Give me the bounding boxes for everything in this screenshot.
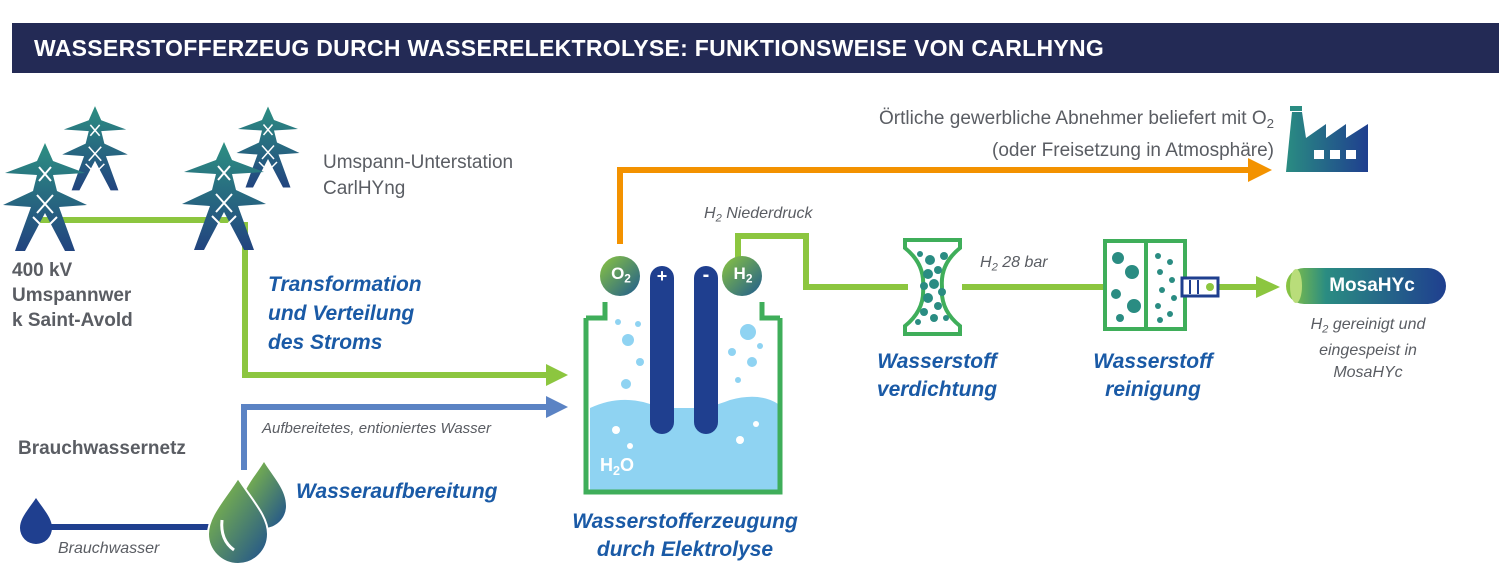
- gas-bubbles: [615, 319, 763, 389]
- transformation-label-line1: Transformation: [268, 273, 422, 296]
- title-banner: WASSERSTOFFERZEUG DURCH WASSERELEKTROLYS…: [12, 23, 1499, 73]
- source-label-line2: Umspannwer: [12, 285, 132, 306]
- transformation-label-line3: des Stroms: [268, 331, 383, 354]
- o2-consumer-line1: Örtliche gewerbliche Abnehmer beliefert …: [879, 108, 1267, 129]
- source-label-line1: 400 kV: [12, 260, 73, 281]
- drop-highlight: [220, 519, 235, 552]
- compression-caption: Wasserstoff verdichtung: [850, 348, 1024, 404]
- water-network-label: Brauchwassernetz: [18, 438, 186, 459]
- purification-caption-line1: Wasserstoff: [1093, 350, 1213, 373]
- electrolysis-caption: Wasserstofferzeugung durch Elektrolyse: [540, 508, 830, 564]
- arrow-head-o2: [1248, 158, 1272, 182]
- cathode-minus-sign: -: [702, 264, 710, 286]
- h2-outlet-label: H2: [733, 264, 753, 286]
- mosahyc-caption: H2 gereinigt und eingespeist in MosaHYc: [1310, 316, 1426, 382]
- pipeline-end: [1290, 269, 1302, 303]
- electrolyzer-tank: [583, 266, 783, 495]
- transformation-label: Transformation und Verteilung des Stroms: [268, 270, 422, 357]
- transformation-label-line2: und Verteilung: [268, 302, 415, 325]
- o2-outlet-icon: [600, 256, 640, 296]
- anode-electrode: [650, 266, 674, 434]
- source-label: 400 kV Umspannwer k Saint-Avold: [12, 258, 133, 333]
- o2-consumer-line2: (oder Freisetzung in Atmosphäre): [992, 139, 1274, 161]
- h2-outlet-icon: [722, 256, 762, 296]
- purification-caption: Wasserstoff reinigung: [1066, 348, 1240, 404]
- small-drop-icon: [20, 498, 52, 544]
- source-label-line3: k Saint-Avold: [12, 310, 133, 331]
- power-tower-icon: [2, 105, 129, 252]
- h2-low-pressure-line: [735, 233, 908, 290]
- treated-water-line: [241, 404, 548, 470]
- o2-consumer-label: Örtliche gewerbliche Abnehmer beliefert …: [740, 105, 1274, 164]
- power-line-distribution: [242, 222, 548, 378]
- arrow-head-power: [546, 364, 568, 386]
- factory-icon: [1286, 106, 1368, 172]
- mosahyc-badge-label: MosaHYc: [1329, 275, 1415, 296]
- arrow-head-h2: [1256, 276, 1280, 298]
- compression-caption-line2: verdichtung: [876, 378, 998, 401]
- purifier-icon: [1103, 239, 1220, 331]
- substation-label-line1: Umspann-Unterstation: [323, 152, 514, 173]
- compressor-icon: [903, 238, 962, 336]
- arrow-head-water: [546, 396, 568, 418]
- o2-consumer-sub: 2: [1266, 115, 1274, 131]
- purification-caption-line2: reinigung: [1105, 378, 1201, 401]
- cathode-electrode: [694, 266, 718, 434]
- substation-label-line2: CarlHYng: [323, 178, 406, 199]
- page-title: WASSERSTOFFERZEUG DURCH WASSERELEKTROLYS…: [34, 35, 1105, 61]
- o2-outlet-label: O2: [611, 264, 631, 286]
- service-water-label: Brauchwasser: [58, 540, 160, 557]
- mosahyc-pipeline-badge: [1286, 268, 1446, 304]
- water-label: H2O: [600, 455, 635, 478]
- anode-plus-sign: +: [656, 266, 668, 286]
- water-treatment-label: Wasseraufbereitung: [296, 480, 498, 503]
- substation-tower-icon: [181, 105, 301, 251]
- compression-caption-line1: Wasserstoff: [877, 350, 997, 373]
- water-drop-icon: [206, 476, 270, 565]
- h2-28bar-label: H2 28 bar: [980, 254, 1048, 274]
- substation-label: Umspann-Unterstation CarlHYng: [323, 150, 513, 202]
- electrolysis-caption-line1: Wasserstofferzeugung: [572, 510, 798, 533]
- electrolysis-caption-line2: durch Elektrolyse: [596, 538, 774, 561]
- h2-low-pressure-label: H2 Niederdruck: [704, 205, 813, 225]
- treated-water-label: Aufbereitetes, entioniertes Wasser: [262, 420, 492, 437]
- o2-line: [617, 167, 1250, 244]
